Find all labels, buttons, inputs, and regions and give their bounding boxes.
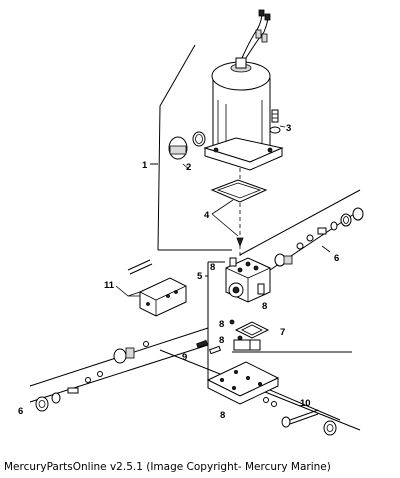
callout-10: 10 xyxy=(300,398,311,409)
callout-8-b: 8 xyxy=(262,301,267,312)
electric-motor xyxy=(203,9,284,171)
mounting-plate xyxy=(206,339,280,405)
callout-8-e: 8 xyxy=(220,410,225,421)
valve-block xyxy=(115,259,187,317)
motor-gasket xyxy=(210,179,268,248)
callout-8-a: 8 xyxy=(210,262,215,273)
callout-6-right: 6 xyxy=(334,253,339,264)
callout-2: 2 xyxy=(186,162,191,173)
parts-exploded-diagram: 1 2 3 4 5 6 6 7 8 8 8 8 8 9 10 11 xyxy=(18,9,364,436)
callout-8-d: 8 xyxy=(219,335,224,346)
pins-and-shaft xyxy=(196,339,337,436)
callout-7: 7 xyxy=(280,327,285,338)
callout-3: 3 xyxy=(286,123,291,134)
callout-11: 11 xyxy=(104,280,115,291)
callout-8-c: 8 xyxy=(219,319,224,330)
callout-4: 4 xyxy=(204,210,210,221)
fill-cap-and-oring xyxy=(168,131,206,171)
valve-gasket xyxy=(229,319,270,341)
pump-block xyxy=(225,257,271,303)
callout-1: 1 xyxy=(142,160,148,171)
callout-labels: 1 2 3 4 5 6 6 7 8 8 8 8 8 9 10 11 xyxy=(18,123,339,421)
callout-9: 9 xyxy=(182,352,187,363)
screw-and-washer xyxy=(269,109,286,134)
callout-6-left: 6 xyxy=(18,406,23,417)
left-fittings xyxy=(35,341,149,412)
right-fittings xyxy=(274,207,364,267)
callout-5: 5 xyxy=(197,271,203,282)
copyright-caption: MercuryPartsOnline v2.5.1 (Image Copyrig… xyxy=(4,461,331,473)
